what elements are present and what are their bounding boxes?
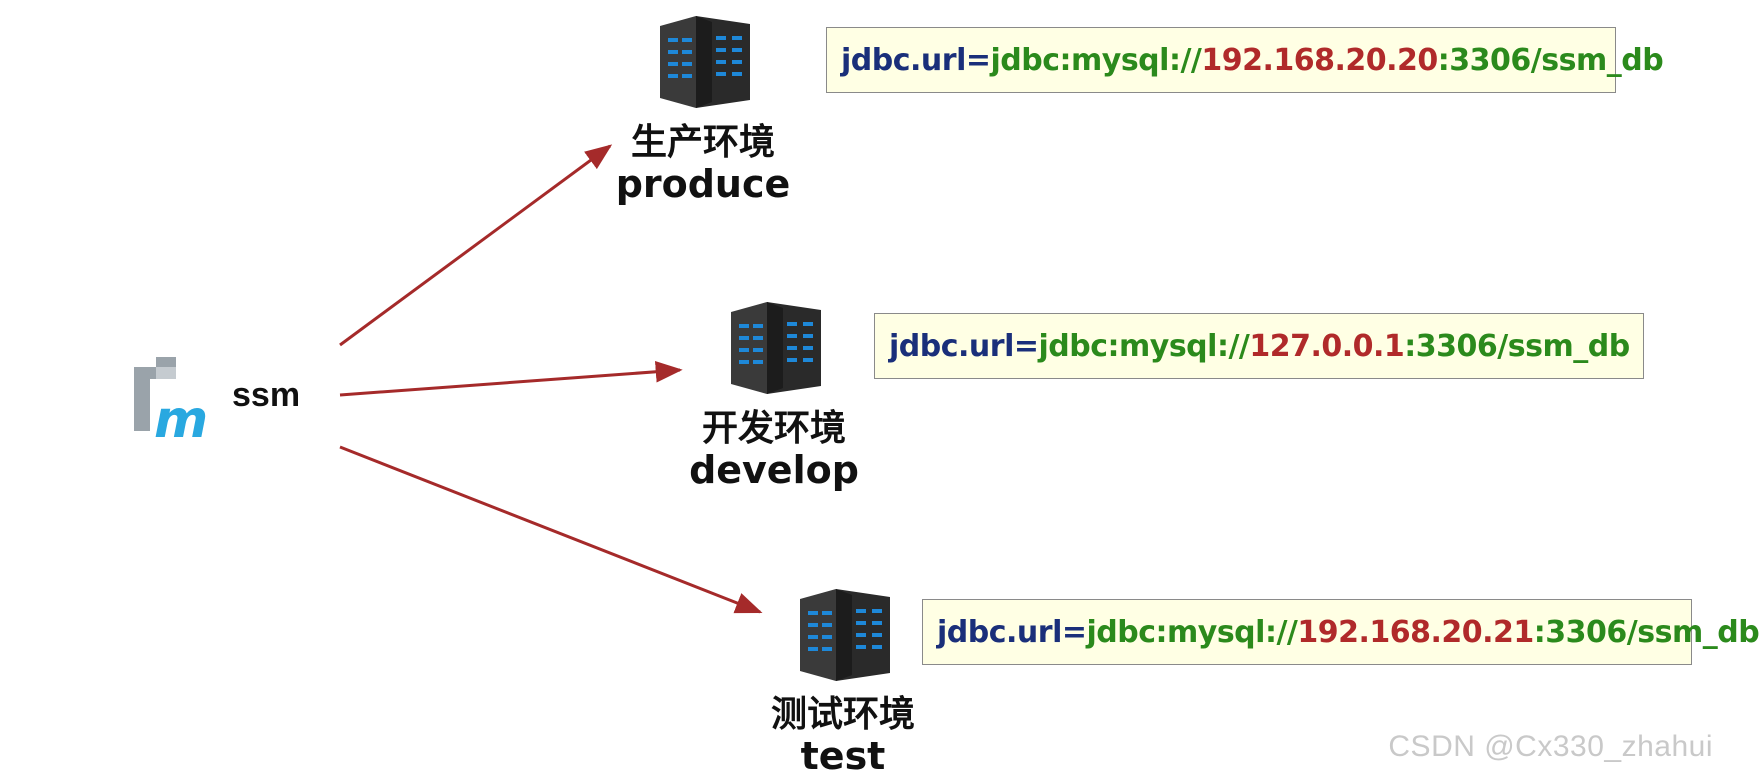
- config-proto: jdbc:mysql://: [990, 42, 1202, 78]
- config-eq: =: [965, 42, 991, 78]
- env-label-produce: 生产环境 produce: [603, 122, 803, 207]
- config-host: 192.168.20.21: [1297, 614, 1534, 650]
- env-name-cn: 开发环境: [701, 408, 846, 449]
- env-name-en: produce: [615, 162, 791, 207]
- env-name-cn: 生产环境: [630, 122, 775, 163]
- config-eq: =: [1061, 614, 1087, 650]
- config-box-test: jdbc.url=jdbc:mysql://192.168.20.21:3306…: [922, 599, 1759, 665]
- svg-text:m: m: [154, 390, 208, 450]
- server-icon: [794, 585, 896, 683]
- config-key: jdbc.url: [937, 614, 1062, 650]
- config-host: 127.0.0.1: [1249, 328, 1405, 364]
- config-box-develop: jdbc.url=jdbc:mysql://127.0.0.1:3306/ssm…: [874, 313, 1644, 379]
- config-eq: =: [1013, 328, 1039, 364]
- env-name-cn: 测试环境: [770, 694, 915, 735]
- arrow-to-develop: [339, 361, 683, 397]
- config-host: 192.168.20.20: [1201, 42, 1438, 78]
- config-rest: :3306/ssm_db: [1404, 328, 1630, 364]
- env-name-en: test: [800, 734, 886, 779]
- config-key: jdbc.url: [841, 42, 966, 78]
- config-proto: jdbc:mysql://: [1086, 614, 1298, 650]
- arrows-layer: [339, 144, 763, 614]
- server-icon: [725, 298, 827, 396]
- config-rest: :3306/ssm_db: [1533, 614, 1759, 650]
- watermark: CSDN @Cx330_zhahui: [1388, 730, 1713, 763]
- server-icon: [654, 12, 756, 110]
- config-proto: jdbc:mysql://: [1038, 328, 1250, 364]
- env-label-test: 测试环境 test: [743, 694, 943, 779]
- maven-icon: m: [134, 357, 210, 450]
- project-name: ssm: [232, 376, 301, 414]
- config-rest: :3306/ssm_db: [1437, 42, 1664, 78]
- config-box-produce: jdbc.url=jdbc:mysql://192.168.20.20:3306…: [826, 27, 1664, 93]
- env-label-develop: 开发环境 develop: [674, 408, 874, 493]
- env-name-en: develop: [689, 448, 859, 493]
- arrow-to-test: [339, 445, 763, 614]
- config-key: jdbc.url: [889, 328, 1014, 364]
- arrow-to-produce: [339, 144, 613, 347]
